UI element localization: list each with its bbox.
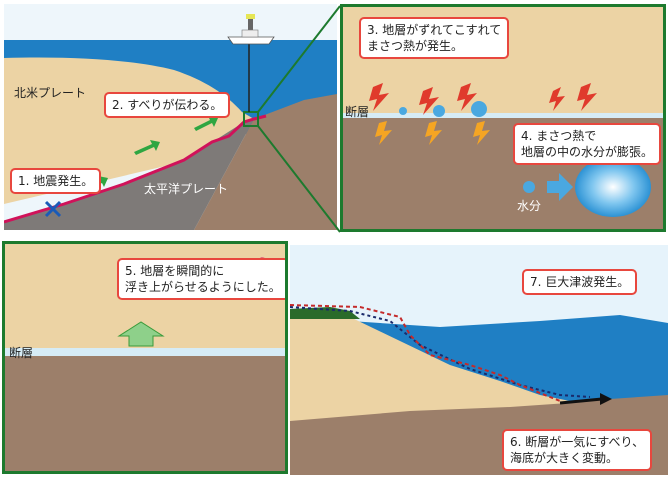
step2-label: 2. すべりが伝わる。 — [112, 98, 223, 112]
step4-callout: 4. まさつ熱で 地層の中の水分が膨張。 — [513, 123, 662, 165]
step3-line1: 3. 地層がずれてこすれて — [367, 23, 502, 37]
uplift-panel: 5. 地層を瞬間的に 浮き上がらせるようにした。 断層 — [2, 241, 288, 474]
step5-callout: 5. 地層を瞬間的に 浮き上がらせるようにした。 — [117, 258, 285, 300]
step6-line2: 海底が大きく変動。 — [510, 451, 619, 465]
fault-slip-arrow-icon — [559, 397, 603, 405]
slip-line — [4, 114, 267, 224]
step4-line1: 4. まさつ熱で — [521, 129, 597, 143]
friction-spark-icon — [369, 83, 597, 145]
lower-layer — [5, 356, 285, 471]
pacific-plate-label: 太平洋プレート — [144, 182, 229, 196]
fault-plane — [5, 348, 285, 356]
pacific-plate — [4, 119, 254, 230]
step4-line2: 地層の中の水分が膨張。 — [521, 145, 654, 159]
step7-text: 7. 巨大津波発生。 — [530, 275, 630, 289]
epicenter-cross-icon — [44, 200, 62, 218]
expansion-arrow-icon — [547, 173, 573, 201]
step2-callout: 2. すべりが伝わる。 — [104, 92, 231, 118]
zoom-marker — [243, 111, 259, 127]
friction-panel: 3. 地層がずれてこすれて まさつ熱が発生。 断層 4. まさつ熱で 地層の中の… — [340, 4, 666, 232]
water-label: 水分 — [517, 199, 542, 213]
deformed-seabed-dashed — [290, 304, 561, 402]
tsunami-panel: 7. 巨大津波発生。 6. 断層が一気にすべり、 海底が大きく変動。 — [290, 245, 668, 475]
step6-callout: 6. 断層が一気にすべり、 海底が大きく変動。 — [502, 429, 653, 471]
fault-label: 断層 — [9, 346, 34, 360]
step5-line1: 5. 地層を瞬間的に — [125, 264, 225, 278]
step3-callout: 3. 地層がずれてこすれて まさつ熱が発生。 — [359, 17, 510, 59]
step6-line1: 6. 断層が一気にすべり、 — [510, 435, 645, 449]
north-american-plate-label: 北米プレート — [14, 86, 87, 100]
expanded-water-bubble — [575, 157, 651, 217]
overview-panel: 北米プレート 太平洋プレート 1. 地震発生。 2. すべりが伝わる。 — [4, 4, 337, 230]
coast-forest — [290, 307, 360, 319]
step7-callout: 7. 巨大津波発生。 — [522, 269, 638, 295]
uplift-arrow-icon — [117, 321, 165, 347]
original-surface-dotted — [290, 306, 591, 398]
water-droplet-icon — [399, 101, 487, 117]
step3-line2: まさつ熱が発生。 — [367, 39, 464, 53]
step5-line2: 浮き上がらせるようにした。 — [125, 280, 281, 294]
fault-label: 断層 — [345, 105, 370, 119]
fault-slip-arrowhead — [600, 393, 612, 405]
fault-plane — [343, 113, 663, 118]
small-droplet-icon — [523, 181, 535, 193]
step1-text: 1. 地震発生。 — [18, 174, 94, 188]
step1-callout: 1. 地震発生。 — [10, 168, 102, 194]
